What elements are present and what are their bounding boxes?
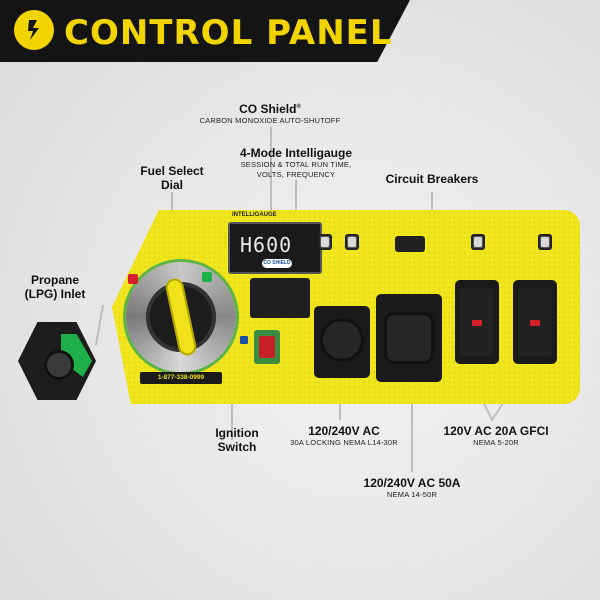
gas-fuel-icon <box>128 274 138 284</box>
co-shield-badge: CO SHIELD <box>262 259 292 268</box>
display-brand: INTELLIGAUGE <box>232 212 277 218</box>
outlet-30a-title: 120/240V AC <box>308 424 380 438</box>
header-band <box>0 0 410 62</box>
ignition-title-1: Ignition <box>215 426 259 440</box>
circuit-breakers-callout: Circuit Breakers <box>370 172 494 186</box>
circuit-breaker-50a[interactable] <box>395 236 425 252</box>
propane-title-2: (LPG) Inlet <box>24 287 86 301</box>
co-shield-callout: CO Shield® CARBON MONOXIDE AUTO-SHUTOFF <box>170 100 370 126</box>
propane-inlet-valve[interactable] <box>44 350 74 380</box>
ignition-callout: Ignition Switch <box>202 426 272 454</box>
propane-title-1: Propane <box>30 273 79 287</box>
gfci-reset-button-1[interactable] <box>472 320 482 326</box>
warning-label <box>250 278 310 318</box>
outlet-30a-subtitle: 30A LOCKING NEMA L14-30R <box>290 438 398 447</box>
outlet-50a[interactable] <box>384 312 434 364</box>
header-banner: CONTROL PANEL <box>0 0 600 62</box>
registered-mark: ® <box>296 104 301 110</box>
display-readout: H600 <box>240 233 293 257</box>
outlet-gfci-title: 120V AC 20A GFCI <box>443 424 549 438</box>
outlet-gfci-callout: 120V AC 20A GFCI NEMA 5-20R <box>432 424 560 448</box>
fuel-select-title-1: Fuel Select <box>140 164 204 178</box>
fuel-select-callout: Fuel Select Dial <box>118 164 226 192</box>
intelligauge-title: 4-Mode Intelligauge <box>239 146 352 160</box>
ignition-title-2: Switch <box>217 440 257 454</box>
page-title: CONTROL PANEL <box>64 13 393 53</box>
circuit-breaker-3[interactable] <box>471 234 485 250</box>
champion-bolt-icon <box>14 10 54 50</box>
co-shield-subtitle: CARBON MONOXIDE AUTO-SHUTOFF <box>199 116 341 125</box>
outlet-50a-callout: 120/240V AC 50A NEMA 14-50R <box>344 476 480 500</box>
propane-callout: Propane (LPG) Inlet <box>10 273 100 301</box>
ignition-indicator-icon <box>240 336 248 344</box>
intelligauge-subtitle-2: VOLTS, FREQUENCY <box>256 170 336 179</box>
outlet-50a-subtitle: NEMA 14-50R <box>386 490 438 499</box>
co-shield-title: CO Shield <box>239 102 297 116</box>
ignition-switch[interactable] <box>259 336 275 358</box>
outlet-50a-title: 120/240V AC 50A <box>363 476 461 490</box>
circuit-breaker-2[interactable] <box>345 234 359 250</box>
outlet-30a[interactable] <box>320 318 364 362</box>
intelligauge-callout: 4-Mode Intelligauge SESSION & TOTAL RUN … <box>226 146 366 180</box>
fuel-select-title-2: Dial <box>160 178 183 192</box>
propane-fuel-icon <box>202 272 212 282</box>
circuit-breaker-4[interactable] <box>538 234 552 250</box>
outlet-30a-callout: 120/240V AC 30A LOCKING NEMA L14-30R <box>278 424 410 448</box>
phone-badge: 1-877-338-0999 <box>140 372 222 384</box>
intelligauge-subtitle-1: SESSION & TOTAL RUN TIME, <box>240 160 352 169</box>
outlet-gfci-subtitle: NEMA 5-20R <box>473 438 519 447</box>
circuit-breaker-1[interactable] <box>318 234 332 250</box>
gfci-reset-button-2[interactable] <box>530 320 540 326</box>
circuit-breakers-title: Circuit Breakers <box>385 172 479 186</box>
